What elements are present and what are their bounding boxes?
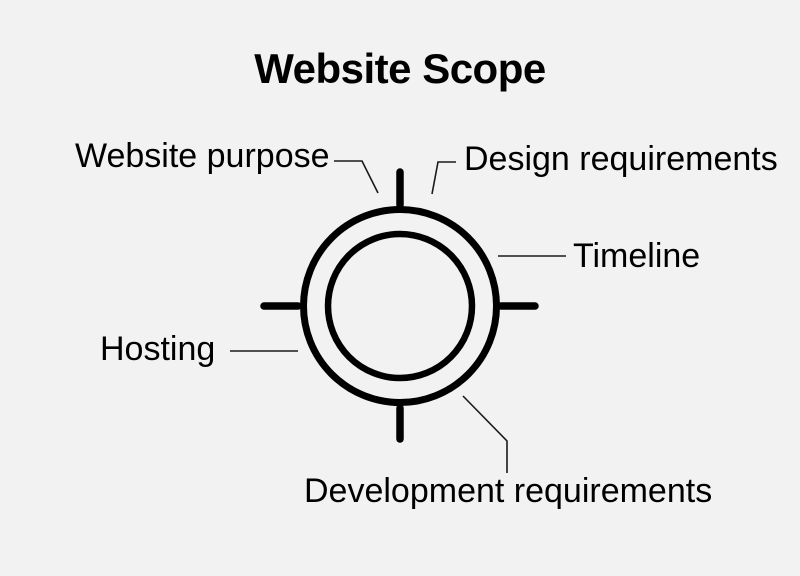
label-timeline: Timeline (573, 237, 701, 275)
label-development-requirements: Development requirements (304, 472, 713, 510)
diagram-title: Website Scope (254, 45, 546, 92)
label-design-requirements: Design requirements (464, 140, 778, 178)
outer-ring (300, 206, 500, 406)
connector-website-purpose (334, 160, 379, 194)
connector-development-requirements (462, 395, 508, 473)
inner-ring (324, 230, 476, 382)
label-website-purpose: Website purpose (75, 137, 330, 175)
label-hosting: Hosting (100, 330, 216, 368)
connector-design-requirements (431, 161, 456, 195)
